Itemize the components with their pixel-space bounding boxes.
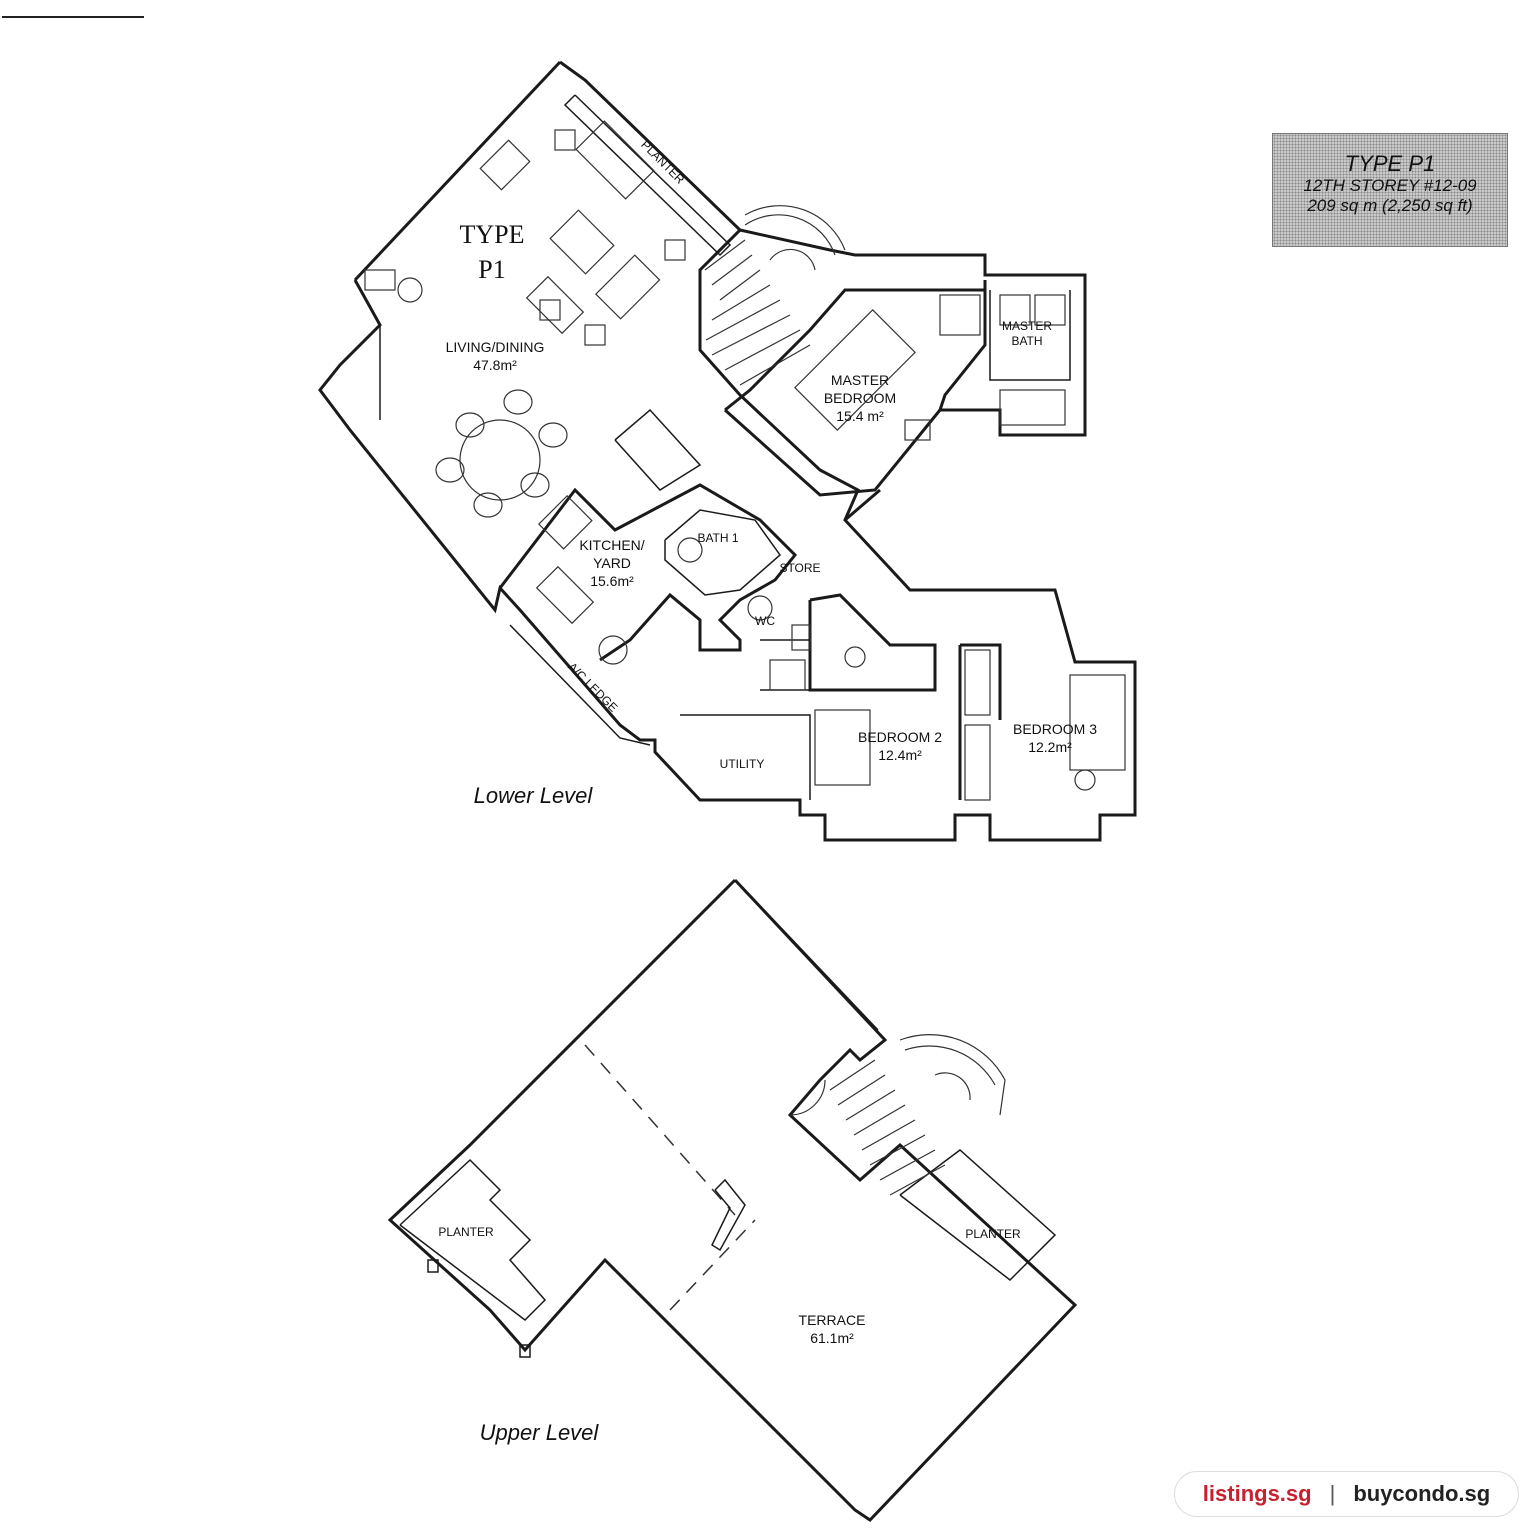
wc-label: WC — [755, 614, 775, 628]
left-planter-wall — [399, 1158, 547, 1321]
kitchen-wall — [498, 483, 798, 662]
bedroom3-label: BEDROOM 3 — [1013, 721, 1097, 737]
upper-post-2 — [427, 1259, 439, 1273]
wc-wall — [760, 639, 811, 691]
corridor-wall — [723, 408, 942, 497]
ac-ledge-label: A/C LEDGE — [565, 660, 620, 715]
brand-badge[interactable]: listings.sg | buycondo.sg — [1174, 1471, 1519, 1517]
bath1-wall — [664, 509, 782, 596]
bath1-label: BATH 1 — [697, 531, 738, 545]
store-label: STORE — [779, 561, 820, 575]
terrace-label: TERRACE — [799, 1312, 866, 1328]
right-planter-wall — [899, 1149, 1057, 1281]
kitchen-label-2: YARD — [593, 555, 631, 571]
upper-dashed-line-1 — [584, 1044, 736, 1216]
bedroom2-bedroom3-divider — [960, 643, 1002, 720]
bedroom2-label: BEDROOM 2 — [858, 729, 942, 745]
upper-pillar — [711, 1178, 746, 1252]
lower-staircase — [704, 205, 846, 386]
brand-listings-link[interactable]: listings.sg — [1202, 1481, 1312, 1506]
plan-type-line1: TYPE — [460, 220, 525, 249]
corridor-wall-lower — [844, 488, 881, 522]
upper-dashed-line-2 — [669, 1219, 756, 1311]
pantry — [614, 408, 702, 491]
upper-level-plan — [387, 878, 1078, 1522]
living-dining-area: 47.8m² — [473, 357, 517, 373]
master-bedroom-label-2: BEDROOM — [824, 390, 896, 406]
upper-staircase — [789, 1034, 1006, 1196]
master-bath-label-1: MASTER — [1002, 319, 1052, 333]
unit-type-title: TYPE P1 — [1344, 151, 1436, 176]
plan-type-line2: P1 — [478, 255, 505, 284]
upper-level-label: Upper Level — [480, 1420, 600, 1445]
unit-area: 209 sq m (2,250 sq ft) — [1307, 196, 1473, 215]
brand-separator: | — [1329, 1481, 1336, 1506]
ac-ledge-wall — [509, 624, 651, 746]
lower-outer-wall — [318, 60, 1137, 842]
lower-level-plan — [318, 60, 1137, 842]
lower-furniture — [364, 120, 1126, 801]
master-bath-wall — [989, 290, 1071, 381]
kitchen-label-1: KITCHEN/ — [579, 537, 644, 553]
upper-outer-wall — [387, 878, 1078, 1522]
upper-inner-wall — [744, 889, 879, 1031]
master-bedroom-label-1: MASTER — [831, 372, 889, 388]
planter-right-label: PLANTER — [965, 1227, 1021, 1241]
utility-label: UTILITY — [720, 757, 765, 771]
brand-buycondo-link[interactable]: buycondo.sg — [1353, 1481, 1491, 1506]
unit-storey: 12TH STOREY #12-09 — [1303, 176, 1477, 195]
master-bedroom-wall — [724, 288, 985, 412]
bedroom2-wall — [808, 593, 937, 692]
living-dining-label: LIVING/DINING — [446, 339, 545, 355]
terrace-area: 61.1m² — [810, 1330, 854, 1346]
unit-info-box: TYPE P1 12TH STOREY #12-09 209 sq m (2,2… — [1272, 133, 1508, 247]
bedroom3-area: 12.2m² — [1028, 739, 1072, 755]
master-wing-wall — [739, 228, 1087, 437]
master-bedroom-area: 15.4 m² — [836, 408, 884, 424]
master-bath-label-2: BATH — [1011, 334, 1042, 348]
utility-wall — [680, 714, 811, 800]
lower-level-label: Lower Level — [474, 783, 594, 808]
bedroom2-area: 12.4m² — [878, 747, 922, 763]
planter-left-label: PLANTER — [438, 1225, 494, 1239]
upper-post — [519, 1344, 531, 1358]
lower-outer-wall-top — [353, 60, 562, 282]
kitchen-area: 15.6m² — [590, 573, 634, 589]
corner-rule — [2, 16, 144, 18]
top-planter-wall — [563, 94, 732, 257]
